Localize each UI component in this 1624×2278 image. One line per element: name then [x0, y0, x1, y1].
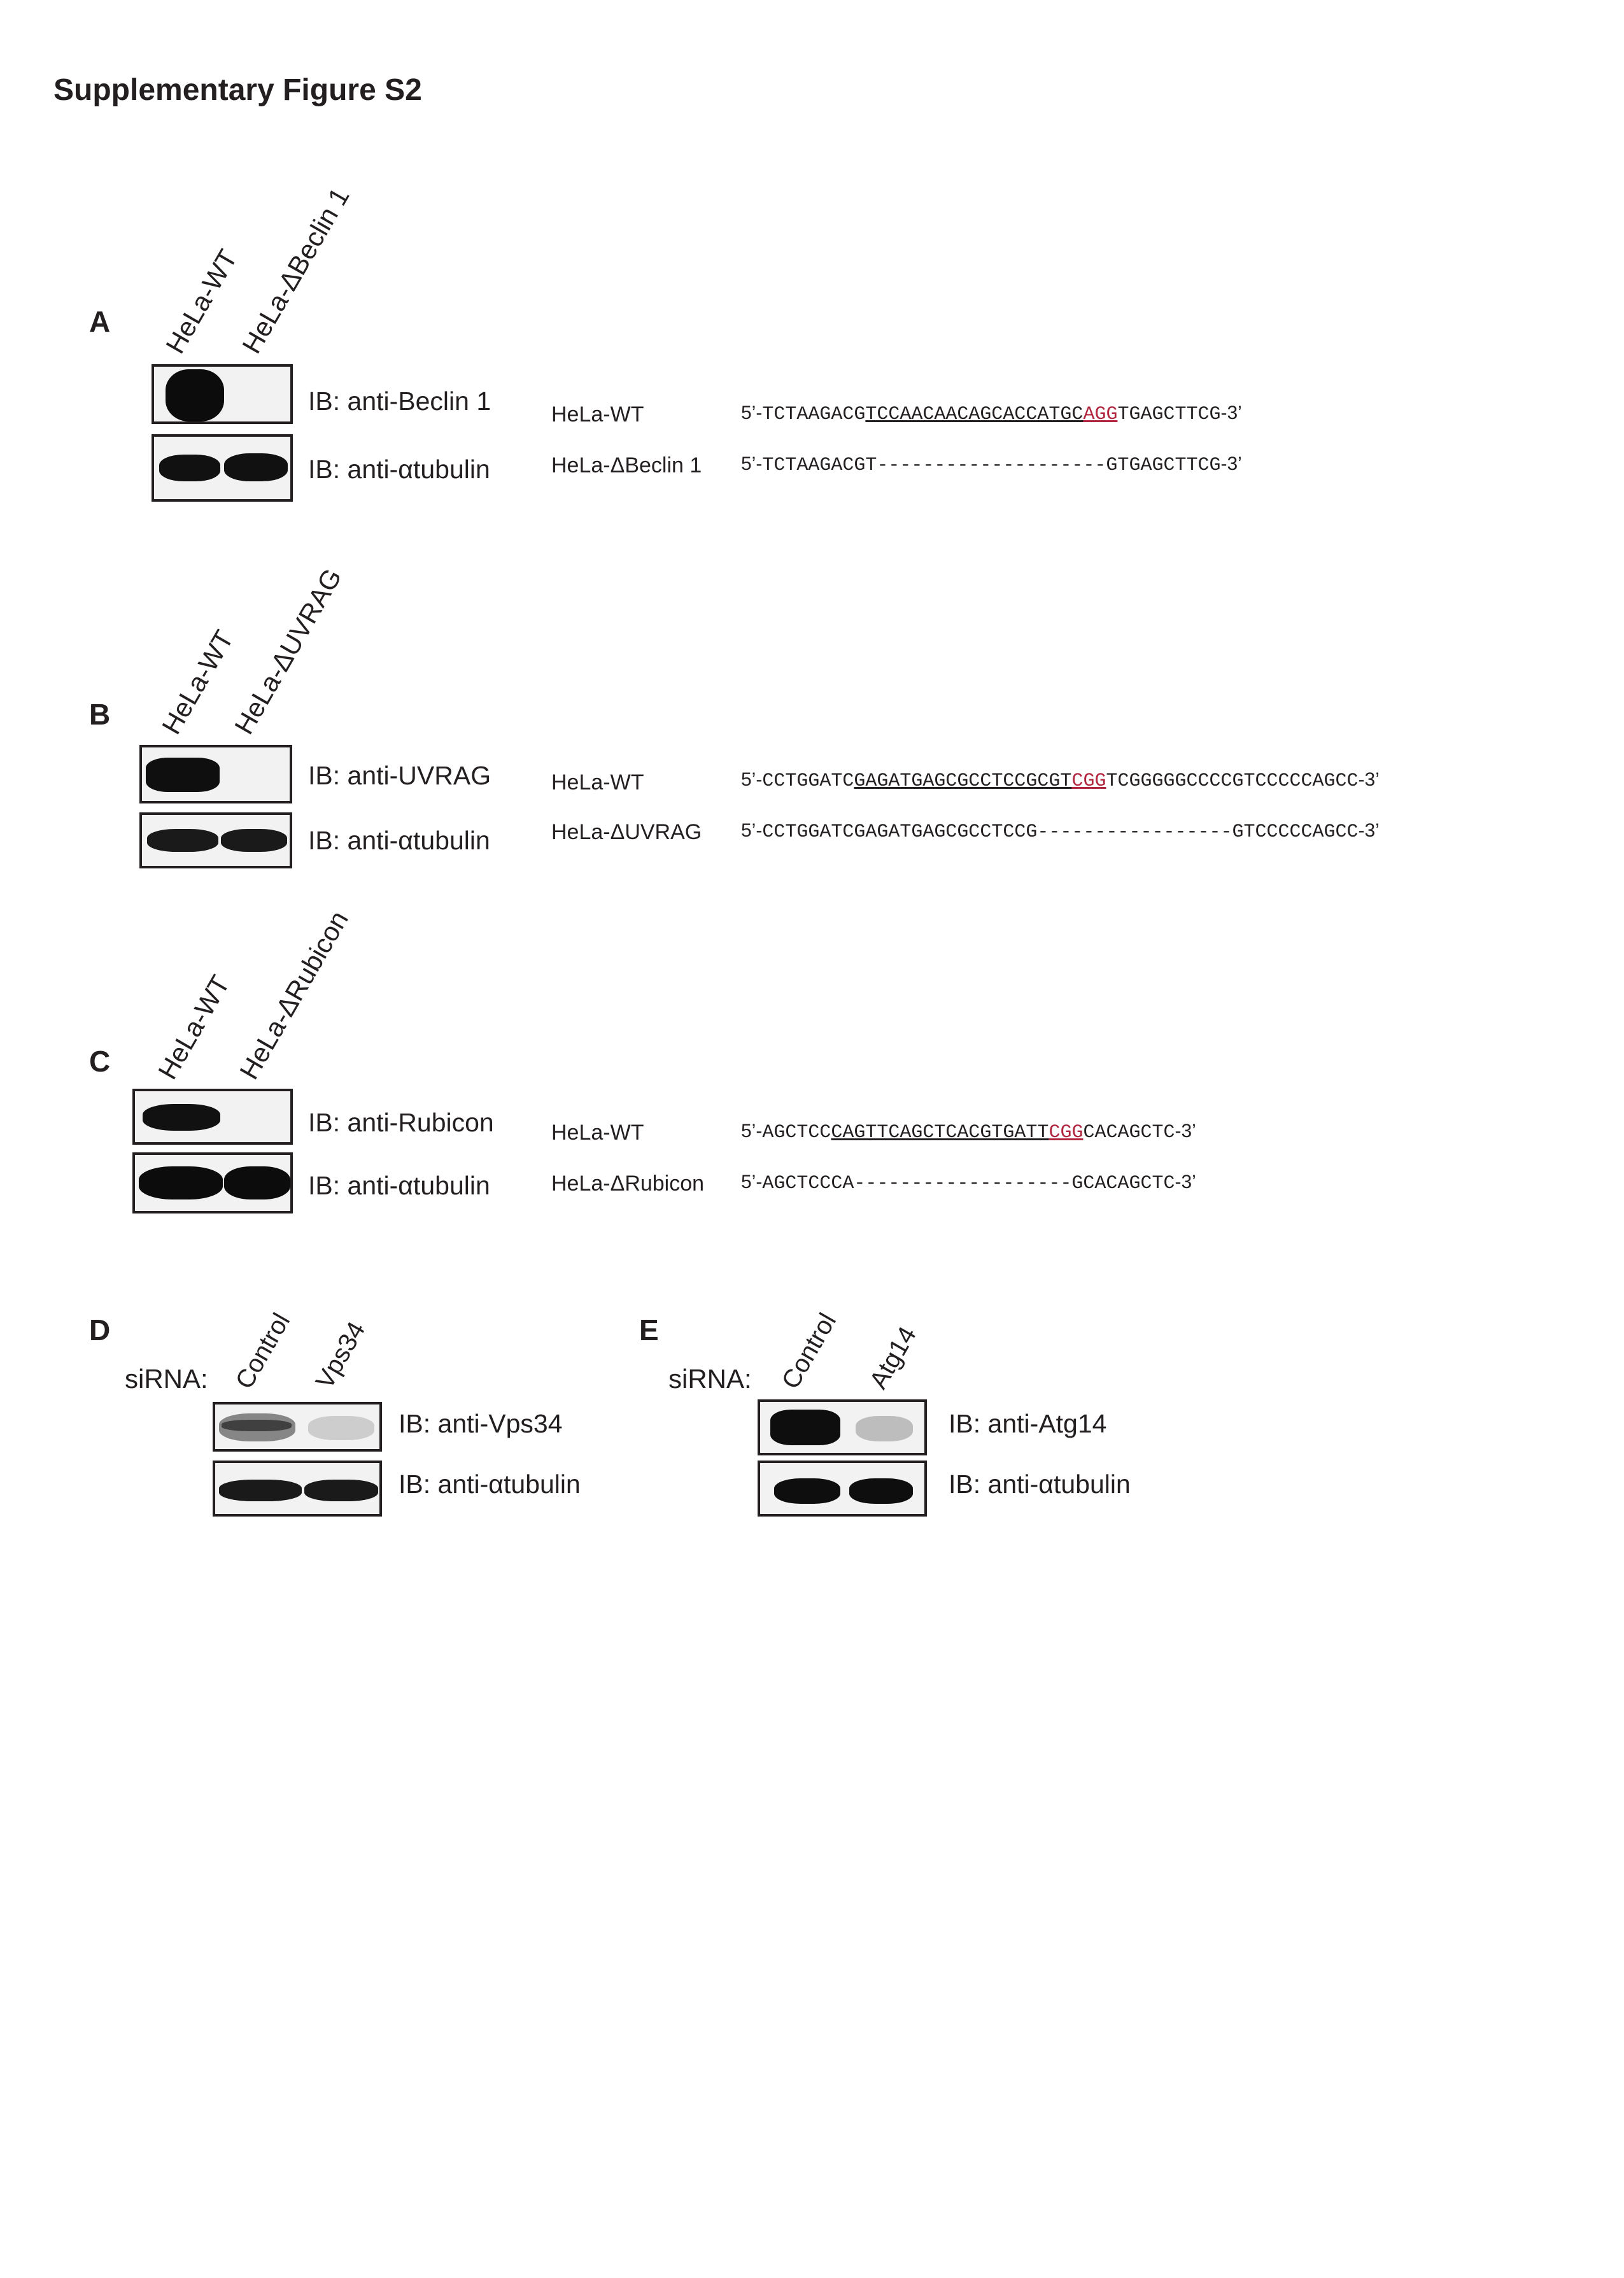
blot-label: IB: anti-αtubulin — [308, 1171, 490, 1200]
western-blot-atg14 — [758, 1399, 927, 1455]
blot-label: IB: anti-αtubulin — [308, 455, 490, 484]
lane-label: HeLa-WT — [156, 625, 239, 739]
lane-label: Atg14 — [864, 1322, 922, 1394]
lane-label: HeLa-WT — [160, 244, 243, 358]
blot-label: IB: anti-αtubulin — [399, 1469, 581, 1499]
blot-label: IB: anti-Vps34 — [399, 1409, 563, 1438]
sequence-knockout: 5’-CCTGGATCGAGATGAGCGCCTCCG-------------… — [741, 820, 1380, 843]
western-blot-beclin1 — [152, 364, 293, 424]
western-blot-tubulin — [152, 434, 293, 502]
sequence-wt: 5’-CCTGGATCGAGATGAGCGCCTCCGCGTCGGTCGGGGG… — [741, 769, 1380, 792]
sequence-wt: 5’-TCTAAGACGTCCAACAACAGCACCATGCAGGTGAGCT… — [741, 402, 1242, 425]
panel-letter: B — [89, 698, 111, 731]
blot-label: IB: anti-Beclin 1 — [308, 386, 491, 416]
genotype-label: HeLa-WT — [551, 770, 644, 795]
sequence-knockout: 5’-AGCTCCCA-------------------GCACAGCTC-… — [741, 1171, 1196, 1194]
panel-letter: A — [89, 305, 111, 338]
western-blot-rubicon — [132, 1089, 293, 1145]
lane-label: Control — [230, 1308, 296, 1394]
blot-label: IB: anti-Atg14 — [949, 1409, 1107, 1438]
sirna-label: siRNA: — [125, 1364, 208, 1394]
lane-label: HeLa-WT — [152, 970, 236, 1084]
sequence-wt: 5’-AGCTCCCAGTTCAGCTCACGTGATTCGGCACAGCTC-… — [741, 1121, 1196, 1143]
lane-label: HeLa-ΔRubicon — [234, 905, 355, 1084]
genotype-label: HeLa-WT — [551, 1121, 644, 1145]
lane-label: HeLa-ΔBeclin 1 — [236, 182, 355, 358]
western-blot-vps34 — [213, 1402, 382, 1452]
lane-label: HeLa-ΔUVRAG — [229, 563, 348, 739]
lane-label: Vps34 — [310, 1317, 371, 1394]
western-blot-tubulin — [132, 1152, 293, 1213]
panel-letter: D — [89, 1313, 111, 1347]
western-blot-tubulin — [139, 812, 292, 868]
panel-letter: C — [89, 1045, 111, 1078]
sequence-knockout: 5’-TCTAAGACGT--------------------GTGAGCT… — [741, 453, 1242, 476]
genotype-label: HeLa-WT — [551, 402, 644, 427]
panel-letter: E — [639, 1313, 659, 1347]
blot-label: IB: anti-αtubulin — [949, 1469, 1131, 1499]
sirna-label: siRNA: — [668, 1364, 752, 1394]
genotype-label: HeLa-ΔRubicon — [551, 1171, 705, 1196]
blot-label: IB: anti-Rubicon — [308, 1108, 494, 1137]
western-blot-tubulin — [213, 1461, 382, 1517]
figure-title: Supplementary Figure S2 — [53, 73, 422, 107]
lane-label: Control — [776, 1308, 842, 1394]
genotype-label: HeLa-ΔBeclin 1 — [551, 453, 702, 478]
genotype-label: HeLa-ΔUVRAG — [551, 820, 702, 844]
western-blot-tubulin — [758, 1461, 927, 1517]
western-blot-uvrag — [139, 745, 292, 803]
blot-label: IB: anti-αtubulin — [308, 826, 490, 855]
blot-label: IB: anti-UVRAG — [308, 761, 491, 790]
